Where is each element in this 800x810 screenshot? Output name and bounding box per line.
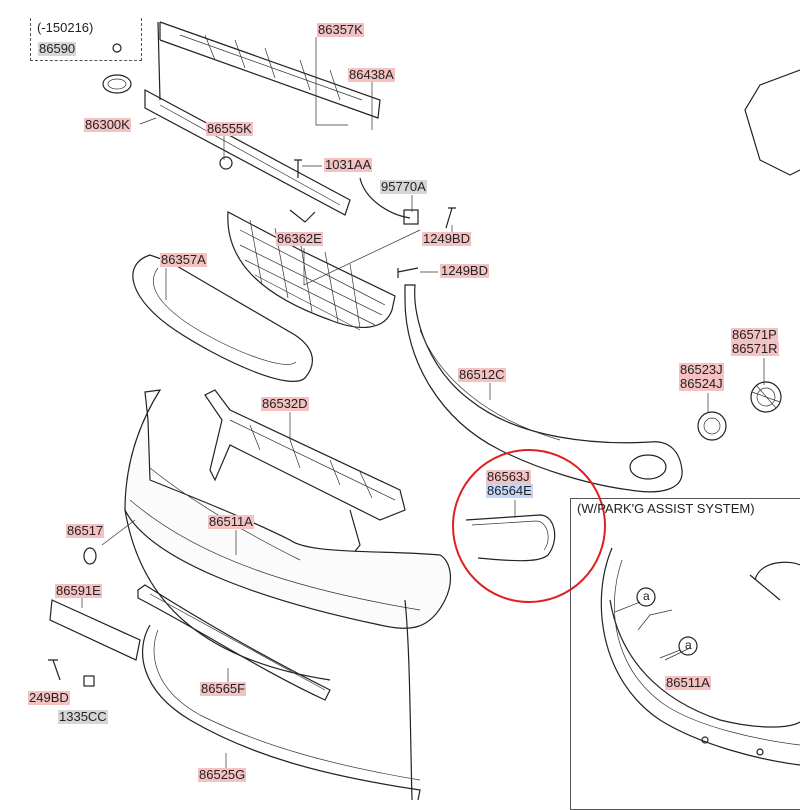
screw-1249bd-b (397, 267, 419, 278)
clip-86590 (112, 43, 122, 53)
part-label-86532d[interactable]: 86532D (261, 396, 309, 411)
bumper-cover-86511a (124, 389, 452, 800)
fog-lamp-inner (703, 417, 721, 435)
part-label-1249bd-a[interactable]: 1249BD (422, 231, 471, 246)
part-label-86563j[interactable]: 86563J (486, 469, 531, 484)
part-label-95770a[interactable]: 95770A (380, 179, 427, 194)
part-label-249bd[interactable]: 249BD (28, 690, 70, 705)
bolt-249bd (48, 659, 61, 681)
part-label-86524j[interactable]: 86524J (679, 376, 724, 391)
part-label-86555k[interactable]: 86555K (206, 121, 253, 136)
sensor-95770a (403, 209, 419, 225)
upper-grille-carrier (157, 21, 381, 119)
part-label-86362e[interactable]: 86362E (276, 231, 323, 246)
part-label-86512c[interactable]: 86512C (458, 367, 506, 382)
screw-1031aa (294, 159, 302, 178)
part-label-86438a[interactable]: 86438A (348, 67, 395, 82)
bumper-beam-86532d (204, 389, 406, 556)
ref-label-a2: a (685, 638, 692, 652)
fog-lamp-ring (697, 411, 727, 441)
ref-circle-a1 (636, 587, 656, 607)
grille-86362e (227, 211, 396, 331)
plate-bracket-86591e (49, 599, 141, 661)
grille-surround-86357a (132, 254, 313, 382)
ref-label-a1: a (643, 589, 650, 603)
part-label-86511a[interactable]: 86511A (208, 514, 254, 529)
lip-spoiler-86525g (141, 624, 421, 800)
part-label-1249bd-b[interactable]: 1249BD (440, 263, 489, 278)
part-label-86564e[interactable]: 86564E (486, 483, 533, 498)
lower-strip-86565f (137, 584, 331, 701)
part-label-86590[interactable]: 86590 (38, 41, 77, 56)
ref-circle-a2 (678, 636, 698, 656)
emblem-86300k (102, 74, 132, 94)
date-note-box (30, 18, 142, 61)
clip-86517 (83, 547, 97, 565)
part-label-86571p[interactable]: 86571P (731, 327, 778, 342)
callout-circle (452, 449, 606, 603)
inset-bumper-86511a (600, 547, 800, 766)
lower-bumper-86512c (404, 284, 683, 493)
part-label-1031aa[interactable]: 1031AA (324, 157, 373, 172)
part-label-86565f[interactable]: 86565F (200, 681, 247, 696)
part-label-86300k[interactable]: 86300K (84, 117, 131, 132)
park-assist-title: (W/PARK'G ASSIST SYSTEM) (577, 501, 755, 516)
leader-lines (81, 37, 765, 770)
date-note: (-150216) (37, 20, 94, 35)
nut-1335cc (83, 675, 95, 687)
part-label-86523j[interactable]: 86523J (679, 362, 724, 377)
part-label-86357a[interactable]: 86357A (160, 252, 207, 267)
screw-1249bd-a (445, 207, 456, 229)
fog-lamp-86571 (750, 381, 782, 413)
part-label-86357k[interactable]: 86357K (317, 22, 364, 37)
top-bar (0, 0, 800, 22)
part-label-86517[interactable]: 86517 (66, 523, 105, 538)
side-bracket-partial (744, 69, 800, 176)
garnish-86555k (144, 88, 351, 223)
part-label-86511a-inset[interactable]: 86511A (665, 675, 711, 690)
part-label-1335cc[interactable]: 1335CC (58, 709, 108, 724)
part-label-86525g[interactable]: 86525G (198, 767, 247, 782)
part-label-86571r[interactable]: 86571R (731, 341, 779, 356)
part-label-86591e[interactable]: 86591E (55, 583, 102, 598)
